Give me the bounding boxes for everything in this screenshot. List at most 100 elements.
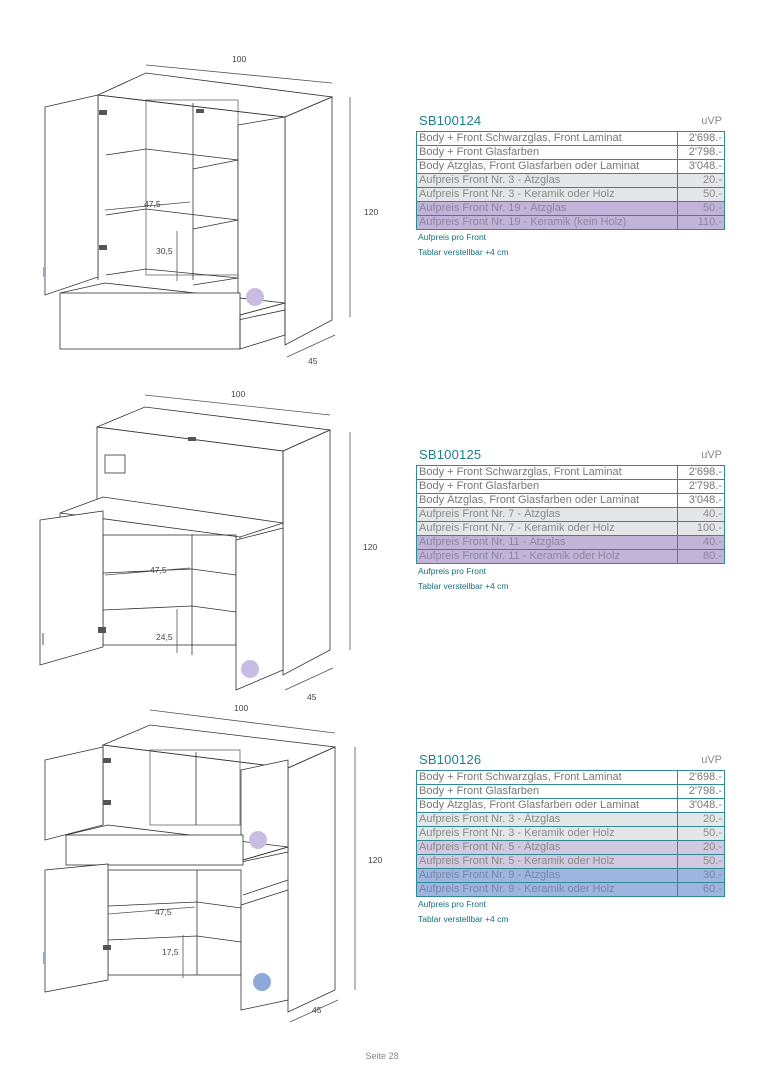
- row-price: 50.-: [677, 201, 725, 216]
- product-code: SB100126: [419, 752, 482, 767]
- row-price: 30.-: [677, 868, 725, 883]
- row-label: Body Ätzglas, Front Glasfarben oder Lami…: [416, 159, 678, 174]
- product-code: SB100124: [419, 113, 482, 128]
- uvp-label: uVP: [701, 115, 722, 127]
- row-price: 2'798.-: [677, 784, 725, 799]
- row-price: 2'698.-: [677, 770, 725, 785]
- pricebox-header: SB100126 uVP: [416, 752, 725, 768]
- price-row: Aufpreis Front Nr. 3 - Keramik oder Holz…: [416, 826, 725, 841]
- price-row: Aufpreis Front Nr. 9 - Keramik oder Holz…: [416, 882, 725, 897]
- price-row: Aufpreis Front Nr. 7 - Keramik oder Holz…: [416, 521, 725, 536]
- price-row: Body Ätzglas, Front Glasfarben oder Lami…: [416, 493, 725, 508]
- price-row: Aufpreis Front Nr. 5 - Keramik oder Holz…: [416, 854, 725, 869]
- cabinet-drawing-3: 100 120 45 47,5 17,5: [43, 703, 382, 1023]
- dim-width: 100: [231, 389, 245, 399]
- row-price: 2'698.-: [677, 131, 725, 146]
- row-price: 2'798.-: [677, 479, 725, 494]
- row-label: Aufpreis Front Nr. 7 - Ätzglas: [416, 507, 678, 522]
- row-label: Body + Front Schwarzglas, Front Laminat: [416, 131, 678, 146]
- row-price: 50.-: [677, 187, 725, 202]
- row-label: Aufpreis Front Nr. 11 - Keramik oder Hol…: [416, 549, 678, 564]
- row-label: Aufpreis Front Nr. 9 - Keramik oder Holz: [416, 882, 678, 897]
- price-row: Body Ätzglas, Front Glasfarben oder Lami…: [416, 798, 725, 813]
- row-price: 3'048.-: [677, 493, 725, 508]
- row-label: Aufpreis Front Nr. 3 - Ätzglas: [416, 173, 678, 188]
- pricebox-sb100126: SB100126 uVP Body + Front Schwarzglas, F…: [416, 752, 725, 927]
- row-label: Aufpreis Front Nr. 5 - Ätzglas: [416, 840, 678, 855]
- product-code: SB100125: [419, 447, 482, 462]
- note-surcharge: Aufpreis pro Front: [418, 566, 487, 576]
- drawing-sb100124: 100 120 45 47,5 30,5: [0, 45, 390, 385]
- row-price: 2'698.-: [677, 465, 725, 480]
- row-label: Body + Front Schwarzglas, Front Laminat: [416, 465, 678, 480]
- row-price: 60.-: [677, 882, 725, 897]
- note-surcharge: Aufpreis pro Front: [418, 899, 487, 909]
- row-price: 40.-: [677, 535, 725, 550]
- row-label: Body + Front Glasfarben: [416, 479, 678, 494]
- pricebox-header: SB100125 uVP: [416, 447, 725, 463]
- dim-depth: 45: [308, 356, 318, 366]
- uvp-label: uVP: [701, 449, 722, 461]
- dim-width: 100: [232, 54, 246, 64]
- price-row: Aufpreis Front Nr. 3 - Keramik oder Holz…: [416, 187, 725, 202]
- row-label: Aufpreis Front Nr. 11 - Ätzglas: [416, 535, 678, 550]
- row-price: 3'048.-: [677, 159, 725, 174]
- price-row: Aufpreis Front Nr. 11 - Keramik oder Hol…: [416, 549, 725, 564]
- row-label: Aufpreis Front Nr. 19 - Keramik (kein Ho…: [416, 215, 678, 230]
- dim-inner-width: 47,5: [150, 565, 167, 575]
- row-price: 20.-: [677, 173, 725, 188]
- row-price: 50.-: [677, 854, 725, 869]
- note-shelf: Tablar verstellbar +4 cm: [418, 247, 509, 257]
- drawing-sb100125: 100 120 45 47,5 24,5: [0, 385, 390, 725]
- row-price: 20.-: [677, 840, 725, 855]
- dim-height: 120: [363, 542, 377, 552]
- uvp-label: uVP: [701, 754, 722, 766]
- row-price: 50.-: [677, 826, 725, 841]
- dim-depth: 45: [307, 692, 317, 702]
- row-price: 2'798.-: [677, 145, 725, 160]
- dim-shelf-gap: 30,5: [156, 246, 173, 256]
- dim-shelf-gap: 24,5: [156, 632, 173, 642]
- cabinet-drawing-2: 100 120 45 47,5 24,5: [39, 389, 377, 702]
- row-price: 80.-: [677, 549, 725, 564]
- dim-depth: 45: [312, 1005, 322, 1015]
- row-label: Aufpreis Front Nr. 7 - Keramik oder Holz: [416, 521, 678, 536]
- pricebox-header: SB100124 uVP: [416, 113, 725, 129]
- cabinet-drawing-1: 100 120 45 47,5 30,5: [43, 54, 378, 366]
- price-row: Aufpreis Front Nr. 19 - Keramik (kein Ho…: [416, 215, 725, 230]
- row-label: Body + Front Glasfarben: [416, 145, 678, 160]
- note-surcharge: Aufpreis pro Front: [418, 232, 487, 242]
- dim-height: 120: [368, 855, 382, 865]
- price-row: Body Ätzglas, Front Glasfarben oder Lami…: [416, 159, 725, 174]
- row-label: Body Ätzglas, Front Glasfarben oder Lami…: [416, 798, 678, 813]
- note-shelf: Tablar verstellbar +4 cm: [418, 914, 509, 924]
- row-label: Aufpreis Front Nr. 3 - Keramik oder Holz: [416, 187, 678, 202]
- page-number: Seite 28: [365, 1051, 399, 1061]
- row-label: Body + Front Glasfarben: [416, 784, 678, 799]
- row-label: Body Ätzglas, Front Glasfarben oder Lami…: [416, 493, 678, 508]
- row-label: Aufpreis Front Nr. 3 - Keramik oder Holz: [416, 826, 678, 841]
- row-label: Aufpreis Front Nr. 3 - Ätzglas: [416, 812, 678, 827]
- row-price: 3'048.-: [677, 798, 725, 813]
- row-label: Aufpreis Front Nr. 5 - Keramik oder Holz: [416, 854, 678, 869]
- note-shelf: Tablar verstellbar +4 cm: [418, 581, 509, 591]
- dim-width: 100: [234, 703, 248, 713]
- row-label: Body + Front Schwarzglas, Front Laminat: [416, 770, 678, 785]
- dim-shelf-gap: 17,5: [162, 947, 179, 957]
- dim-inner-width: 47,5: [155, 907, 172, 917]
